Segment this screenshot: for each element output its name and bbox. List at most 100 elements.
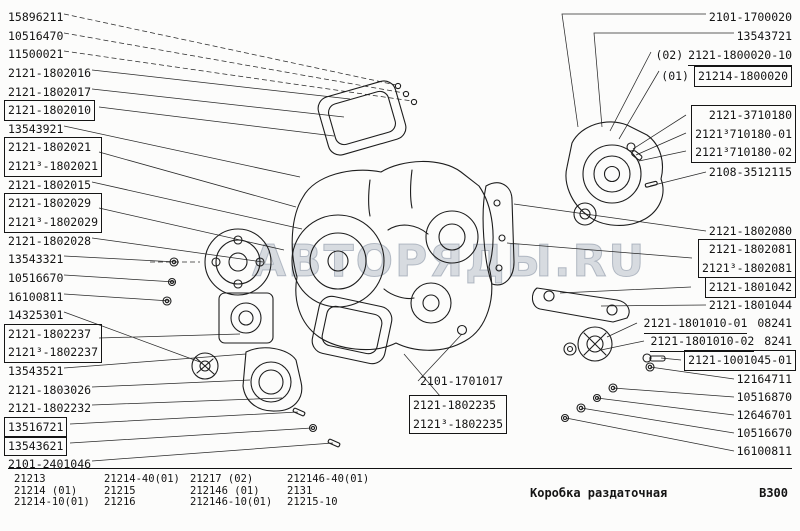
part-number: 2121-1801042 <box>708 280 792 294</box>
part-label-group: 2101-1701017 <box>420 372 503 391</box>
part-number: 2121³-1802021 <box>8 159 99 174</box>
part-number: 2121³710180-02 <box>695 145 792 160</box>
part-number: 2121-1802028 <box>8 233 92 248</box>
part-number: 13543321 <box>8 252 64 267</box>
part-number: 2101-2401046 <box>8 457 92 472</box>
screw-icon <box>394 82 402 90</box>
part-number: 2121-1001045-01 <box>688 353 792 367</box>
part-label-group: 13543921 <box>8 120 63 139</box>
part-label-group: 14325301 <box>8 306 63 325</box>
part-number: 2121-1802080 <box>708 224 792 238</box>
watermark-text: АВТОРЯДЫ.RU <box>252 236 646 287</box>
part-number: 2121-1802017 <box>8 84 92 99</box>
part-number: 12646701 <box>736 408 792 422</box>
part-number: 13543621 <box>8 438 64 453</box>
part-number: 2121-1802016 <box>8 65 92 80</box>
catalog-code: 8241 <box>764 334 792 348</box>
rubber-bushing <box>191 352 219 380</box>
part-number: 2121-1802029 <box>8 196 92 211</box>
mount-bracket-left <box>242 347 303 412</box>
part-label-group: 10516670 <box>8 269 63 288</box>
part-label-group: 13543521 <box>8 362 63 381</box>
footer-divider <box>8 468 792 469</box>
hardware-icons <box>162 257 655 448</box>
model-number: 2131 <box>287 484 313 497</box>
part-number: 2121-1802010 <box>8 103 92 118</box>
cover-plate <box>317 80 407 156</box>
bolt-icon <box>649 355 666 362</box>
model-number: 21216 <box>104 496 136 508</box>
main-housing <box>291 160 494 351</box>
part-number: 12164711 <box>736 372 792 386</box>
part-label-group: 2121-1801010-02 8241 <box>650 332 792 352</box>
part-number: 2101-1700020 <box>708 10 792 24</box>
part-label-group: 2121-1802015 <box>8 176 91 195</box>
screw-icon <box>410 98 418 106</box>
part-label-group: 2121-1801044 <box>709 296 792 315</box>
screw-icon <box>402 90 410 98</box>
model-number: 212146-10(01) <box>190 496 273 508</box>
part-label-group: 2108-3512115 <box>709 163 792 182</box>
part-number: 10516470 <box>8 28 64 43</box>
footer-title: Коробка раздаточная <box>530 486 668 500</box>
part-number: 2121-1802232 <box>8 401 92 416</box>
part-label-group: 15896211 <box>8 8 63 27</box>
part-number: 2121-1801044 <box>708 298 792 312</box>
model-number: 212146 (01) <box>190 484 260 497</box>
part-label-group: 2121-1802010 <box>4 100 96 121</box>
transfer-case-figure <box>162 80 666 448</box>
model-number: 21215-10 <box>287 496 338 508</box>
part-number: 2121-3710180 <box>708 108 792 122</box>
part-label-group: 11500021 <box>8 45 63 64</box>
part-label-group: 2121-1802237 2121³-1802237 <box>4 323 103 364</box>
part-label-group: 2121-1803026 <box>8 381 91 400</box>
part-number: 2121-1801010-02 <box>650 332 755 352</box>
part-number: 14325301 <box>8 308 64 323</box>
part-number: 2121-1802235 <box>413 398 497 412</box>
part-label-group: 10516470 <box>8 27 63 46</box>
part-label-group: 2121-1801042 <box>704 277 796 298</box>
part-number: 10516870 <box>736 390 792 404</box>
page-code: В300 <box>759 486 788 500</box>
model-number: 21217 (02) <box>190 473 254 485</box>
part-label-group: 16100811 <box>737 442 792 461</box>
output-flange <box>204 228 272 296</box>
part-label-group: 2121-1802080 <box>709 222 792 241</box>
breather-bolt-icon <box>456 324 468 336</box>
part-label-group: 13543621 <box>4 435 68 457</box>
part-number: 2101-1701017 <box>420 374 504 388</box>
part-label-group: 2121-1802028 <box>8 232 91 251</box>
model-number: 21215 <box>104 484 136 497</box>
part-number: 2121-1802015 <box>8 177 92 192</box>
part-label-group: 12646701 <box>737 406 792 425</box>
model-number: 21214-40(01) <box>104 473 180 485</box>
part-number: 2121-1802021 <box>8 140 92 155</box>
gasket <box>482 182 515 286</box>
part-number: 2121-1802237 <box>8 326 92 341</box>
part-number: 13543921 <box>8 121 64 136</box>
part-number: 2121³-1802237 <box>8 345 99 360</box>
part-number: 10516670 <box>8 270 64 285</box>
part-number: 21214-1800020 <box>693 66 792 87</box>
switch-icon <box>626 142 636 152</box>
part-number: 2121³710180-01 <box>695 126 792 141</box>
part-label-group: 2121-1802021 2121³-1802021 <box>4 137 103 177</box>
bottom-cover <box>311 295 393 365</box>
front-drive-housing <box>565 121 664 226</box>
part-number: 13543521 <box>8 364 64 379</box>
part-label-group: 10516670 <box>737 424 792 443</box>
part-label-group: 2101-2401046 <box>8 455 91 474</box>
part-number: 13543721 <box>736 29 792 43</box>
model-number: 21213 <box>14 473 46 485</box>
part-label-group: 2121-1802017 <box>8 83 91 102</box>
part-label-group: 2121-1802016 <box>8 64 91 83</box>
part-label-group: 12164711 <box>737 370 792 389</box>
part-number: 16100811 <box>736 444 792 458</box>
part-number: 2108-3512115 <box>708 165 792 179</box>
